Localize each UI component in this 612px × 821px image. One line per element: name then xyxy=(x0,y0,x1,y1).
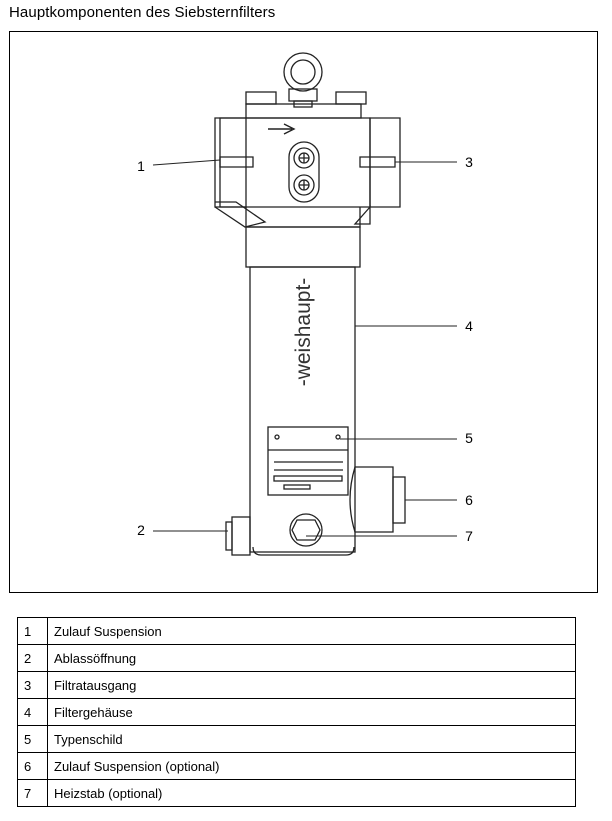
flow-arrow-icon xyxy=(268,123,296,135)
cap-nut-left xyxy=(245,91,277,105)
callout-4: 4 xyxy=(465,318,473,334)
housing-collar xyxy=(245,226,361,268)
legend-number: 6 xyxy=(17,752,48,780)
outlet-port-right xyxy=(369,117,401,208)
cap-nut-right xyxy=(335,91,367,105)
table-row: 7 Heizstab (optional) xyxy=(17,779,576,807)
legend-number: 5 xyxy=(17,725,48,753)
legend-label: Filtergehäuse xyxy=(47,698,576,726)
brand-lettering: -weishaupt- xyxy=(292,278,315,387)
component-figure: -weishaupt- 1 2 3 4 5 6 7 xyxy=(9,31,598,593)
type-plate xyxy=(267,426,349,496)
legend-label: Filtratausgang xyxy=(47,671,576,699)
legend-label: Heizstab (optional) xyxy=(47,779,576,807)
eye-bolt xyxy=(283,52,323,108)
callout-2: 2 xyxy=(137,522,145,538)
filter-drawing: -weishaupt- xyxy=(152,52,457,556)
top-cap xyxy=(245,103,362,119)
legend-label: Zulauf Suspension xyxy=(47,617,576,645)
legend-number: 1 xyxy=(17,617,48,645)
legend-number: 2 xyxy=(17,644,48,672)
drain-port-left xyxy=(225,516,251,556)
table-row: 2 Ablassöffnung xyxy=(17,644,576,672)
page-title: Hauptkomponenten des Siebsternfilters xyxy=(9,4,276,21)
legend-table: 1 Zulauf Suspension 2 Ablassöffnung 3 Fi… xyxy=(17,617,576,807)
legend-label: Zulauf Suspension (optional) xyxy=(47,752,576,780)
callout-3: 3 xyxy=(465,154,473,170)
legend-label: Typenschild xyxy=(47,725,576,753)
heater-nut xyxy=(289,513,323,547)
callout-5: 5 xyxy=(465,430,473,446)
table-row: 4 Filtergehäuse xyxy=(17,698,576,726)
legend-number: 7 xyxy=(17,779,48,807)
leader-1 xyxy=(152,159,221,166)
optional-inlet-right xyxy=(349,466,406,533)
table-row: 3 Filtratausgang xyxy=(17,671,576,699)
callout-6: 6 xyxy=(465,492,473,508)
legend-label: Ablassöffnung xyxy=(47,644,576,672)
callout-1: 1 xyxy=(137,158,145,174)
table-row: 6 Zulauf Suspension (optional) xyxy=(17,752,576,780)
table-row: 5 Typenschild xyxy=(17,725,576,753)
legend-number: 4 xyxy=(17,698,48,726)
valve-body xyxy=(288,141,320,203)
callout-7: 7 xyxy=(465,528,473,544)
table-row: 1 Zulauf Suspension xyxy=(17,617,576,645)
legend-number: 3 xyxy=(17,671,48,699)
filter-housing xyxy=(249,266,356,553)
